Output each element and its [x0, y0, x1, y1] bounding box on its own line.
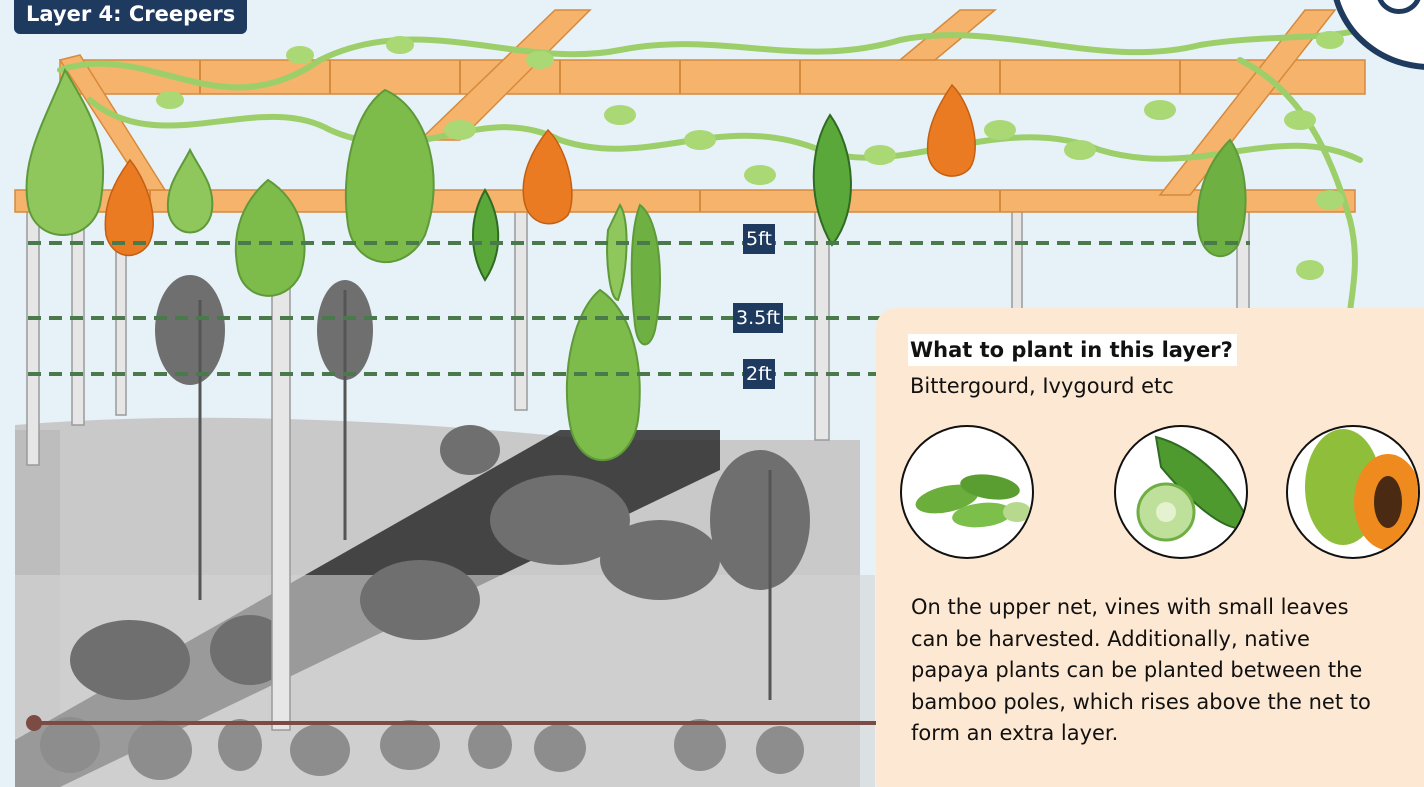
bittergourd-photo-icon — [1114, 425, 1248, 559]
height-label-5ft: 5ft — [743, 224, 775, 254]
layer-title: Layer 4: Creepers — [14, 0, 247, 34]
ivygourd-photo-icon — [900, 425, 1034, 559]
papaya-photo-icon — [1286, 425, 1420, 559]
info-heading: What to plant in this layer? — [908, 334, 1237, 366]
plant-examples: Bittergourd, Ivygourd etc — [910, 370, 1174, 402]
height-label-2ft: 2ft — [743, 359, 775, 389]
info-description: On the upper net, vines with small leave… — [911, 592, 1381, 750]
height-label-3-5ft: 3.5ft — [733, 303, 783, 333]
